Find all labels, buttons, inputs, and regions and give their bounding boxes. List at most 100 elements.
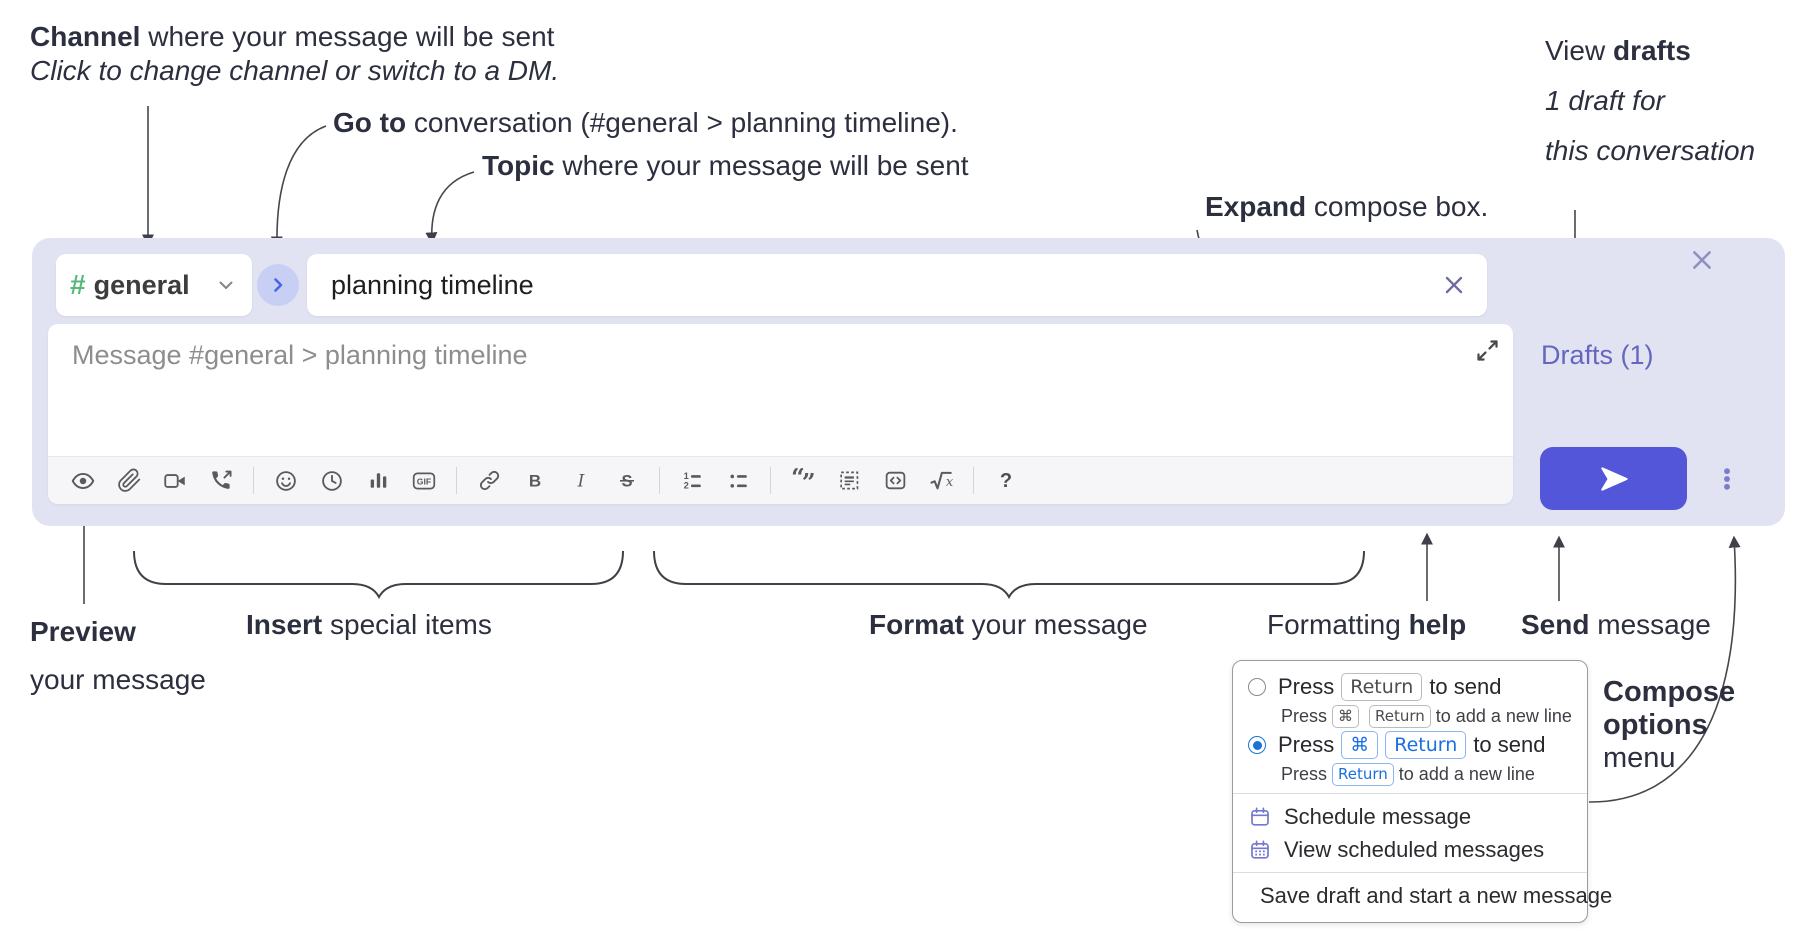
brace-format xyxy=(653,550,1365,600)
annotation-drafts-line3: this conversation xyxy=(1545,135,1756,166)
phone-forward-icon xyxy=(211,470,231,489)
emoji-button[interactable] xyxy=(263,463,309,499)
drafts-link[interactable]: Drafts (1) xyxy=(1541,340,1654,370)
channel-selector[interactable]: # general xyxy=(56,254,252,316)
toolbar-divider xyxy=(659,467,660,494)
preview-button[interactable] xyxy=(60,463,106,499)
annotation-compose-options-line1: Compose xyxy=(1603,676,1736,708)
press-label: Press xyxy=(1281,705,1328,726)
help-icon: ? xyxy=(1000,470,1012,492)
channel-hash-icon: # xyxy=(70,269,86,300)
italic-icon: I xyxy=(577,471,585,491)
return-key: Return xyxy=(1369,704,1431,728)
sqrt-x-glyph: x xyxy=(946,474,954,489)
gif-button[interactable]: GIF xyxy=(401,463,447,499)
formula-button[interactable]: x xyxy=(918,463,964,499)
code-block-button[interactable] xyxy=(826,463,872,499)
annotation-preview-line1: Preview xyxy=(30,616,136,647)
bullet-list-icon xyxy=(729,474,747,488)
menu-item-view-scheduled[interactable]: View scheduled messages xyxy=(1248,833,1572,866)
code-block-icon xyxy=(839,471,858,490)
annotation-topic: Topic where your message will be sent xyxy=(482,150,969,181)
radio-dot xyxy=(1252,740,1262,750)
return-key: Return xyxy=(1385,731,1467,759)
annotation-channel: Channel where your message will be sent … xyxy=(30,20,559,88)
ol-2: 2 xyxy=(683,480,688,490)
expand-compose-button[interactable] xyxy=(1469,332,1505,368)
bold-icon: B xyxy=(529,471,541,490)
message-editor[interactable]: Message #general > planning timeline xyxy=(48,324,1513,504)
annotation-preview: Preview your message xyxy=(30,608,206,704)
gif-label: GIF xyxy=(417,476,431,486)
kebab-icon xyxy=(1724,468,1730,490)
inline-code-button[interactable] xyxy=(872,463,918,499)
annotation-drafts-line1: View drafts xyxy=(1545,35,1691,66)
paperclip-icon xyxy=(117,468,140,492)
menu-item-label: View scheduled messages xyxy=(1284,836,1545,862)
poll-button[interactable] xyxy=(355,463,401,499)
menu-item-label: Save draft and start a new message xyxy=(1260,882,1613,908)
toolbar-divider xyxy=(770,467,771,494)
menu-item-label: Schedule message xyxy=(1284,803,1472,829)
annotation-formatting-help: Formatting help xyxy=(1267,609,1467,640)
radio-unselected-icon[interactable] xyxy=(1248,678,1266,696)
video-clip-button[interactable] xyxy=(152,463,198,499)
return-key: Return xyxy=(1341,673,1423,701)
bold-glyph: B xyxy=(529,471,541,490)
channel-name: general xyxy=(93,269,190,300)
blockquote-button[interactable]: “” xyxy=(780,463,826,499)
annotation-preview-line2: your message xyxy=(30,664,206,695)
italic-button[interactable]: I xyxy=(558,463,604,499)
goto-conversation-button[interactable] xyxy=(257,264,299,306)
annotation-view-drafts: View drafts 1 draft for this conversatio… xyxy=(1545,26,1755,176)
toolbar-divider xyxy=(253,467,254,494)
press-label: Press xyxy=(1278,674,1335,699)
inline-code-icon xyxy=(885,471,905,490)
bold-button[interactable]: B xyxy=(512,463,558,499)
close-compose-button[interactable] xyxy=(1684,242,1720,278)
cmd-key: ⌘ xyxy=(1332,704,1360,728)
quote-open-glyph: “ xyxy=(791,468,805,491)
radio-selected-icon[interactable] xyxy=(1248,736,1266,754)
send-button[interactable] xyxy=(1540,447,1687,510)
menu-divider xyxy=(1233,872,1587,873)
annotation-send: Send message xyxy=(1521,609,1711,640)
menu-item-return-to-send[interactable]: Press Return to send xyxy=(1248,671,1572,703)
annotation-compose-options-line2: options xyxy=(1603,709,1708,741)
chevron-right-icon xyxy=(274,278,283,292)
menu-item-save-draft[interactable]: Save draft and start a new message xyxy=(1248,879,1612,912)
annotation-goto: Go to conversation (#general > planning … xyxy=(333,107,958,138)
menu-item-cmd-return-to-send[interactable]: Press ⌘ Return to send xyxy=(1248,729,1572,761)
attach-file-button[interactable] xyxy=(106,463,152,499)
toolbar-divider xyxy=(456,467,457,494)
connector-topic xyxy=(425,171,475,245)
gif-icon: GIF xyxy=(412,472,436,489)
to-send-label: to send xyxy=(1473,732,1546,757)
strikethrough-button[interactable]: S xyxy=(604,463,650,499)
audio-call-button[interactable] xyxy=(198,463,244,499)
annotation-insert: Insert special items xyxy=(246,609,492,640)
link-button[interactable] xyxy=(466,463,512,499)
new-line-label: to add a new line xyxy=(1398,763,1535,784)
chevron-down-icon xyxy=(219,281,233,289)
compose-options-button[interactable] xyxy=(1704,456,1750,502)
to-send-label: to send xyxy=(1429,674,1502,699)
press-label: Press xyxy=(1281,763,1328,784)
menu-subtext-return: Press ⌘ Return to add a new line xyxy=(1281,703,1572,729)
bullet-list-button[interactable] xyxy=(715,463,761,499)
brace-insert xyxy=(133,550,624,600)
expand-icon xyxy=(1476,339,1498,361)
blockquote-icon: “” xyxy=(791,468,816,494)
formatting-help-button[interactable]: ? xyxy=(983,463,1029,499)
clear-topic-button[interactable] xyxy=(1439,270,1469,300)
compose-options-menu: Press Return to send Press ⌘ Return to a… xyxy=(1232,660,1612,923)
italic-glyph: I xyxy=(577,471,585,491)
bar-chart-icon xyxy=(370,473,386,488)
annotation-compose-options-line3: menu xyxy=(1603,742,1676,774)
topic-input[interactable]: planning timeline xyxy=(307,254,1487,316)
recently-used-button[interactable] xyxy=(309,463,355,499)
annotation-format: Format your message xyxy=(869,609,1148,640)
menu-item-schedule-message[interactable]: Schedule message xyxy=(1248,800,1572,833)
eye-icon xyxy=(71,472,95,489)
